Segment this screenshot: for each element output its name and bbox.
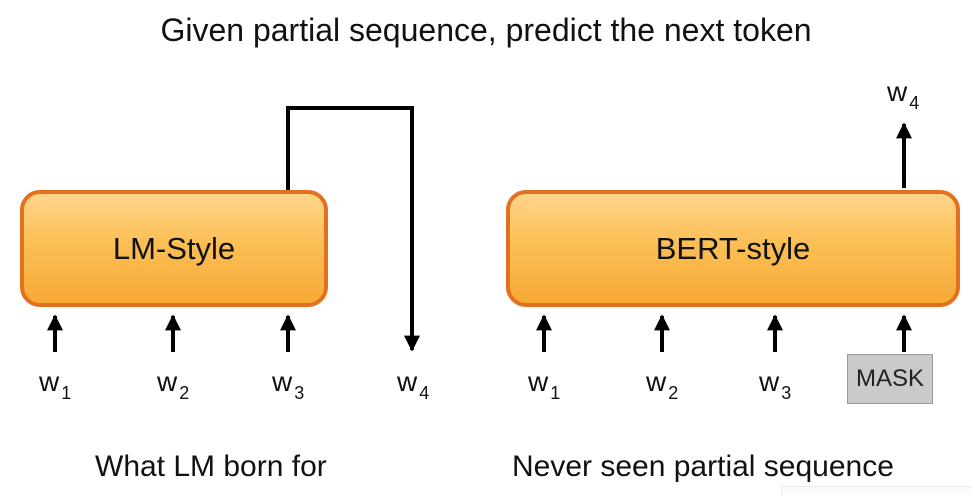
- bert-caption: Never seen partial sequence: [512, 450, 894, 483]
- diagram-title: Given partial sequence, predict the next…: [160, 12, 812, 48]
- lm-style-box: LM-Style: [20, 190, 328, 307]
- mask-token: MASK: [847, 354, 933, 404]
- lm-style-label: LM-Style: [112, 230, 236, 266]
- slide-corner-artifact: [781, 486, 972, 495]
- lm-output-path: [286, 106, 420, 352]
- bert-style-box: BERT-style: [506, 190, 960, 307]
- bert-style-label: BERT-style: [655, 230, 811, 266]
- lm-caption: What LM born for: [95, 450, 327, 483]
